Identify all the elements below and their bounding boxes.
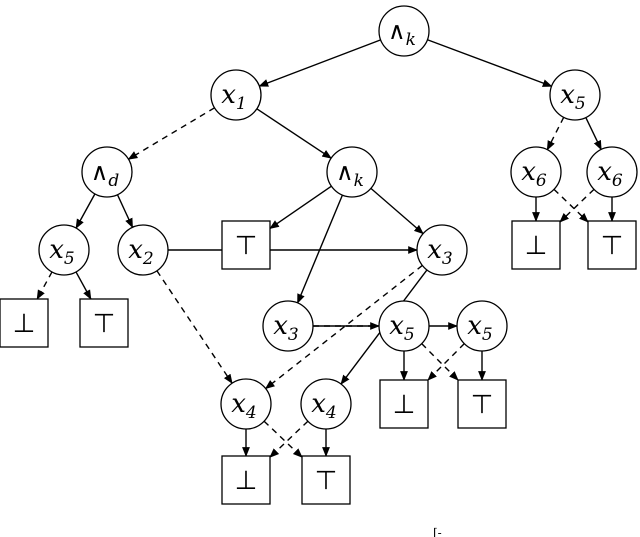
terminal-label: ⊤ bbox=[235, 231, 258, 261]
node-x3a: x3 bbox=[416, 224, 468, 276]
node-t3: ⊤ bbox=[221, 220, 271, 270]
node-circle bbox=[300, 378, 352, 430]
variable-label: x3 bbox=[273, 311, 299, 345]
operator-label: ∧k bbox=[336, 158, 364, 191]
variable-label: x5 bbox=[467, 311, 493, 345]
node-x4b: x4 bbox=[300, 378, 352, 430]
node-circle bbox=[549, 69, 601, 121]
variable-label: x3 bbox=[427, 235, 453, 269]
edge-and_k2-to-x3b-solid bbox=[296, 194, 344, 304]
variable-label: x5 bbox=[389, 311, 415, 345]
edge-x3a-to-x4a-dashed bbox=[264, 264, 423, 390]
node-circle bbox=[81, 146, 133, 198]
variable-label: x6 bbox=[521, 157, 547, 191]
node-x4a: x4 bbox=[220, 378, 272, 430]
node-x5c: x5 bbox=[378, 300, 430, 352]
node-circle bbox=[262, 300, 314, 352]
node-x5a: x5 bbox=[549, 69, 601, 121]
node-circle bbox=[378, 300, 430, 352]
node-x6a: x6 bbox=[510, 146, 562, 198]
edge-x1-to-and_d-dashed bbox=[127, 107, 215, 160]
terminal-box bbox=[301, 455, 351, 505]
terminal-label: ⊤ bbox=[601, 231, 624, 261]
edge-x6b-to-t6-dashed bbox=[559, 188, 595, 223]
variable-label: x2 bbox=[128, 235, 154, 269]
operator-label: ∧d bbox=[91, 158, 120, 191]
terminal-box bbox=[457, 379, 507, 429]
terminal-box bbox=[79, 298, 129, 348]
variable-label: x1 bbox=[221, 80, 247, 114]
terminal-box bbox=[379, 379, 429, 429]
variable-label: x5 bbox=[560, 80, 586, 114]
edge-r-to-x5a-solid bbox=[427, 39, 553, 87]
terminal-box bbox=[221, 220, 271, 270]
variable-label: x5 bbox=[49, 235, 75, 269]
edge-x5b-to-t1-dashed bbox=[36, 271, 53, 300]
node-circle bbox=[416, 224, 468, 276]
terminal-box bbox=[587, 220, 637, 270]
edge-x2-to-x4a-dashed bbox=[156, 270, 233, 385]
terminal-label: ⊥ bbox=[525, 231, 548, 261]
node-circle bbox=[586, 146, 638, 198]
edge-x1-to-and_k2-solid bbox=[256, 108, 332, 159]
edge-x6a-to-t7-dashed bbox=[553, 188, 589, 223]
variable-label: x6 bbox=[597, 157, 623, 191]
terminal-label: ⊤ bbox=[471, 390, 494, 420]
edge-x5d-to-t4-dashed bbox=[427, 343, 465, 381]
node-x2: x2 bbox=[117, 224, 169, 276]
node-circle bbox=[38, 224, 90, 276]
terminal-box bbox=[221, 455, 271, 505]
node-t8: ⊥ bbox=[221, 455, 271, 505]
variable-label: x4 bbox=[311, 389, 337, 423]
node-and_d: ∧d bbox=[81, 146, 133, 198]
node-t1: ⊥ bbox=[0, 298, 49, 348]
node-circle bbox=[220, 378, 272, 430]
node-circle bbox=[456, 300, 508, 352]
node-t9: ⊤ bbox=[301, 455, 351, 505]
node-circle bbox=[117, 224, 169, 276]
edge-and_k2-to-x3a-solid bbox=[370, 187, 424, 235]
node-t6: ⊥ bbox=[511, 220, 561, 270]
operator-label: ∧k bbox=[388, 17, 416, 50]
node-x6b: x6 bbox=[586, 146, 638, 198]
terminal-label: ⊥ bbox=[235, 466, 258, 496]
variable-label: x4 bbox=[231, 389, 257, 423]
node-circle bbox=[510, 146, 562, 198]
terminal-label: ⊥ bbox=[13, 309, 36, 339]
node-t5: ⊤ bbox=[457, 379, 507, 429]
terminal-box bbox=[511, 220, 561, 270]
node-and_k2: ∧k bbox=[326, 146, 378, 198]
edge-x5c-to-t5-dashed bbox=[421, 343, 459, 381]
node-t2: ⊤ bbox=[79, 298, 129, 348]
terminal-label: ⊤ bbox=[315, 466, 338, 496]
terminal-label: ⊥ bbox=[393, 390, 416, 420]
node-circle bbox=[378, 5, 430, 57]
edge-x4b-to-t8-dashed bbox=[269, 420, 309, 458]
edge-x5a-to-x6b-solid bbox=[585, 117, 602, 151]
edge-r-to-x1-solid bbox=[258, 39, 381, 87]
edge-and_d-to-x2-solid bbox=[116, 194, 134, 229]
edge-and_k2-to-t3-solid bbox=[269, 185, 332, 230]
node-t4: ⊥ bbox=[379, 379, 429, 429]
node-x5d: x5 bbox=[456, 300, 508, 352]
node-x5b: x5 bbox=[38, 224, 90, 276]
edge-x5a-to-x6a-dashed bbox=[546, 116, 565, 151]
node-t7: ⊤ bbox=[587, 220, 637, 270]
edge-x5b-to-t2-solid bbox=[75, 271, 92, 300]
edge-and_d-to-x5b-solid bbox=[75, 193, 96, 229]
node-circle bbox=[210, 69, 262, 121]
edge-x4a-to-t9-dashed bbox=[263, 420, 303, 458]
terminal-label: ⊤ bbox=[93, 309, 116, 339]
node-x3b: x3 bbox=[262, 300, 314, 352]
node-circle bbox=[326, 146, 378, 198]
terminal-box bbox=[0, 298, 49, 348]
node-x1: x1 bbox=[210, 69, 262, 121]
node-layer: ∧k x1 x5 ∧d ∧k x6 x6 x5 x2 x3 x3 x5 x5 x4 x4 ⊥ ⊤ ⊤ ⊥ ⊤ ⊥ ⊤ ⊥ ⊤ bbox=[0, 5, 638, 505]
stray-mark: ⌈- bbox=[433, 526, 442, 537]
node-r: ∧k bbox=[378, 5, 430, 57]
